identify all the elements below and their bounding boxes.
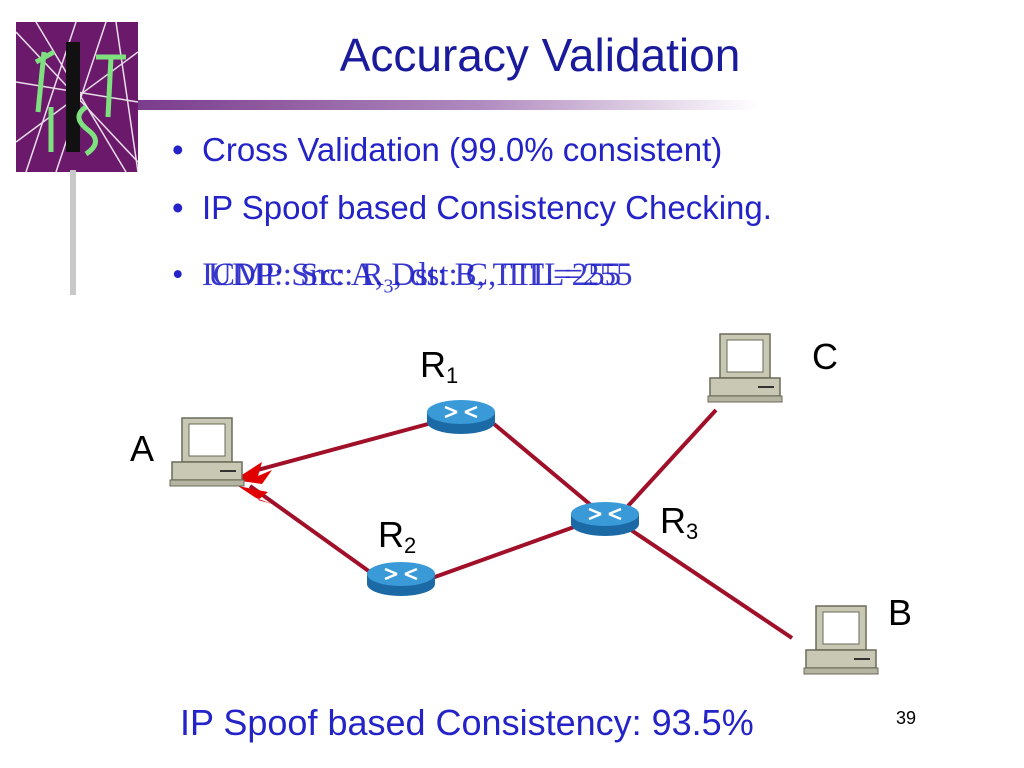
icmp-packet-text: ICMP: Src: R3, dst: C, TTL=255 bbox=[202, 257, 633, 298]
router-r1-icon bbox=[425, 398, 497, 436]
node-label-r3: R3 bbox=[660, 500, 699, 544]
arrow-icon bbox=[238, 486, 272, 504]
arrow-icon bbox=[234, 462, 272, 484]
bullet-marker: • bbox=[172, 257, 184, 293]
node-label-r1: R1 bbox=[420, 344, 459, 388]
node-label-c: C bbox=[812, 336, 838, 377]
title-rule bbox=[138, 100, 758, 110]
computer-b-icon bbox=[803, 605, 879, 675]
node-label-b: B bbox=[888, 592, 913, 633]
link-r3-b bbox=[626, 526, 794, 640]
bullet-cross-validation: • Cross Validation (99.0% consistent) bbox=[172, 131, 722, 169]
computer-c-icon bbox=[707, 333, 783, 403]
bullet-marker: • bbox=[172, 131, 184, 168]
router-r3-icon bbox=[569, 500, 641, 538]
link-a-r2 bbox=[248, 484, 372, 574]
slide-title: Accuracy Validation bbox=[339, 29, 741, 81]
bullet-text: Cross Validation (99.0% consistent) bbox=[202, 131, 723, 168]
link-r3-c bbox=[626, 408, 718, 508]
node-label-a: A bbox=[130, 428, 155, 469]
links bbox=[248, 408, 794, 640]
consistency-footer: IP Spoof based Consistency: 93.5% bbox=[180, 702, 754, 743]
link-r1-r3 bbox=[492, 422, 594, 508]
bullet-marker: • bbox=[172, 189, 184, 226]
bullet-overlapping-packets: • ICMP: Src: R3, dst: C, TTL=255 UDP: Sr… bbox=[172, 257, 632, 298]
node-label-r2: R2 bbox=[378, 514, 417, 558]
computer-a-icon bbox=[169, 417, 245, 487]
arrowheads bbox=[234, 462, 272, 504]
bullet-ip-spoof: • IP Spoof based Consistency Checking. bbox=[172, 189, 772, 227]
router-r2-icon bbox=[365, 560, 437, 598]
link-a-r1 bbox=[249, 422, 429, 474]
page-number: 39 bbox=[896, 708, 917, 728]
logo bbox=[16, 22, 138, 172]
logo-stem bbox=[70, 170, 76, 295]
udp-packet-text: UDP: Src: A, Dst: B, TTL=255 bbox=[208, 257, 622, 293]
link-r2-r3 bbox=[431, 525, 575, 580]
bullet-text: IP Spoof based Consistency Checking. bbox=[202, 189, 772, 226]
